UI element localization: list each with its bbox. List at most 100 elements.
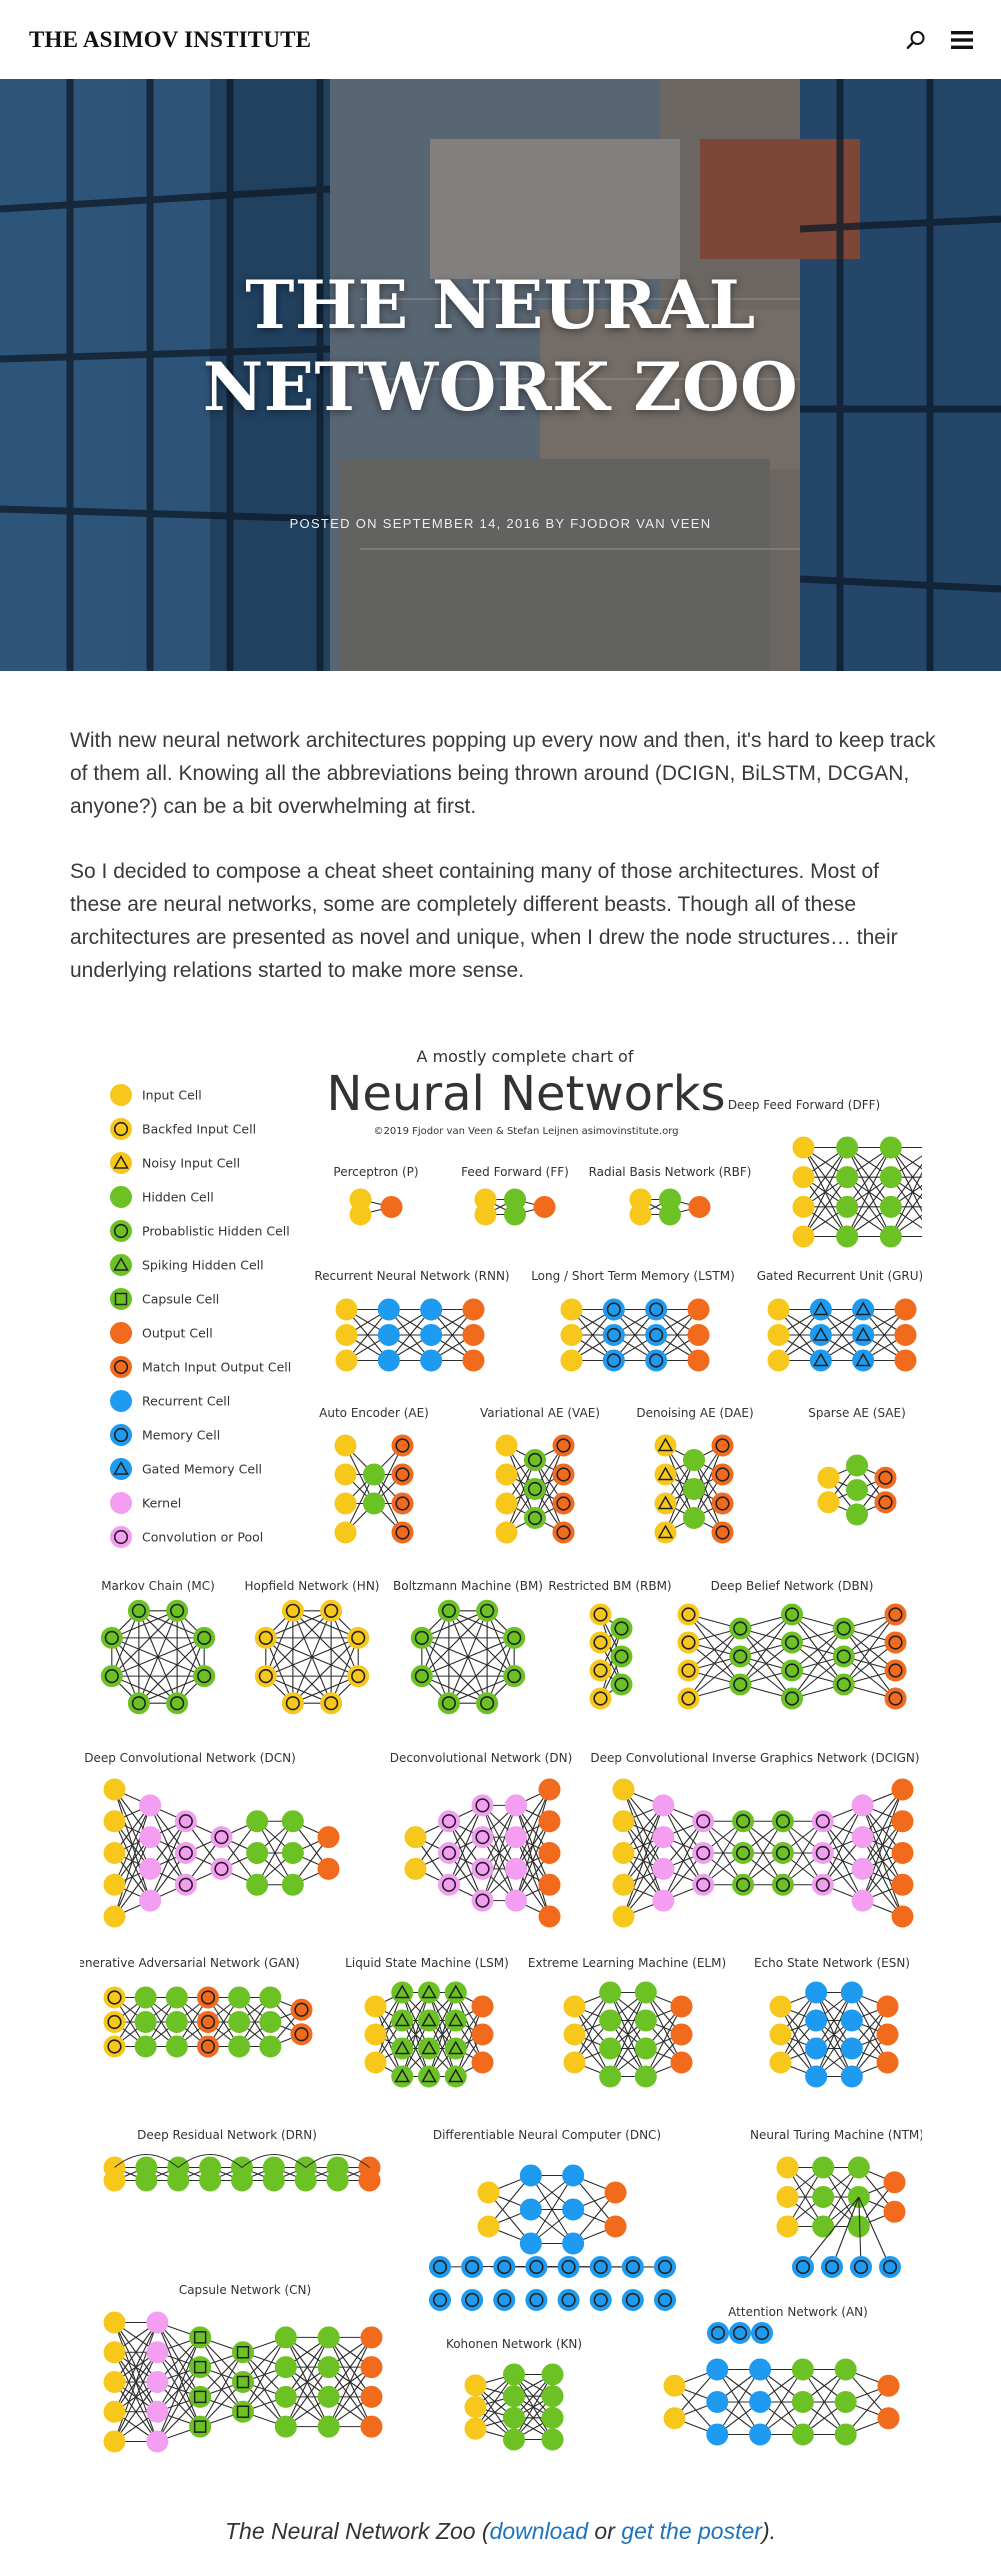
network-edge (505, 1459, 536, 1533)
node-ring (395, 1438, 410, 1453)
network-node (805, 2065, 828, 2088)
node-ring (715, 1496, 730, 1511)
network-node (840, 2037, 863, 2060)
node-ring (475, 1798, 490, 1813)
menu-icon[interactable] (951, 29, 973, 51)
node-circle (610, 1673, 633, 1696)
node-circle (792, 1225, 815, 1248)
node-circle (420, 1324, 443, 1346)
node-circle (334, 1492, 357, 1515)
node-circle (832, 1645, 855, 1668)
network-node (562, 2198, 585, 2221)
node-triangle (113, 1460, 129, 1475)
network-edge (265, 1610, 294, 1677)
node-circle (781, 1603, 803, 1626)
node-circle (410, 1626, 433, 1649)
network-node (462, 1298, 485, 1321)
download-link[interactable]: download (489, 2518, 589, 2544)
network-node (210, 1826, 233, 1849)
network-title: Differentiable Neural Computer (DNC) (433, 2128, 661, 2142)
node-circle (290, 2023, 313, 2046)
legend-item: Spiking Hidden Cell (110, 1254, 264, 1276)
node-circle (732, 1810, 755, 1833)
network-diagram (589, 1603, 633, 1710)
network-node (197, 2035, 219, 2058)
network-node (557, 2256, 580, 2278)
network-node (103, 1873, 126, 1896)
node-ring (475, 1830, 490, 1845)
network-node (360, 2415, 383, 2438)
node-circle (552, 1492, 575, 1515)
node-circle (805, 2009, 828, 2032)
node-circle (193, 1665, 216, 1688)
node-circle (103, 2430, 126, 2453)
network-node (317, 2415, 340, 2438)
search-icon[interactable] (905, 29, 927, 51)
network-node (437, 1599, 460, 1622)
node-circle (652, 1889, 675, 1912)
node-ring (200, 1990, 216, 2005)
node-circle (840, 2009, 863, 2032)
network-node (659, 1203, 681, 1226)
network-node (604, 2215, 627, 2238)
node-ring (649, 1302, 664, 1317)
network-node (541, 2428, 564, 2451)
legend-item: Kernel (110, 1492, 181, 1514)
network-edge (138, 1610, 205, 1677)
network-node (729, 1673, 752, 1696)
network-title: Restricted BM (RBM) (548, 1579, 671, 1593)
network-node (380, 1196, 403, 1218)
network-node (894, 1349, 917, 1372)
node-circle (792, 2256, 814, 2278)
node-ring (497, 2292, 512, 2308)
legend-swatch (110, 1322, 132, 1344)
network-node (767, 1298, 790, 1321)
network-node (135, 2169, 158, 2192)
network-diagram (769, 1981, 899, 2088)
network-node (334, 1463, 357, 1486)
network-node (471, 1995, 494, 2018)
get-poster-link[interactable]: get the poster (621, 2518, 762, 2544)
network-edge (292, 1610, 359, 1639)
network-node (503, 2385, 525, 2408)
network-edge (513, 2374, 553, 2440)
network-node (769, 1995, 792, 2018)
node-circle (464, 2396, 487, 2418)
network-node (781, 1687, 803, 1710)
network-edge (815, 2020, 853, 2077)
network-node (589, 2256, 612, 2278)
network-node (320, 1599, 343, 1622)
node-circle (134, 2035, 157, 2058)
legend-label: Convolution or Pool (142, 1530, 263, 1545)
network-edge (328, 2337, 372, 2427)
network-node (687, 1349, 710, 1372)
node-circle (254, 1626, 277, 1649)
network-node (876, 1995, 899, 2018)
network-diagram (364, 1981, 494, 2088)
network-node (663, 2407, 686, 2430)
node-ring (527, 1481, 543, 1497)
node-circle (612, 1810, 635, 1833)
node-circle (437, 1692, 460, 1715)
node-circle (834, 2423, 857, 2446)
node-ring (649, 1327, 664, 1343)
node-ring (735, 1814, 751, 1829)
node-circle (552, 1463, 575, 1486)
network-node (103, 1810, 126, 1833)
network-node (851, 1826, 874, 1849)
network-node (197, 2011, 219, 2033)
node-circle (706, 2391, 729, 2413)
network-node (811, 1842, 834, 1864)
network-node (404, 1826, 427, 1849)
network-node (821, 2256, 843, 2278)
node-circle (189, 2356, 212, 2379)
node-triangle (855, 1352, 871, 1367)
node-ring (465, 2259, 480, 2275)
site-title[interactable]: THE ASIMOV INSTITUTE (29, 26, 312, 52)
network-node (654, 1463, 677, 1486)
network-node (776, 2215, 799, 2238)
node-circle (495, 1434, 518, 1457)
network-edge (328, 2337, 372, 2398)
node-circle (749, 2391, 772, 2413)
